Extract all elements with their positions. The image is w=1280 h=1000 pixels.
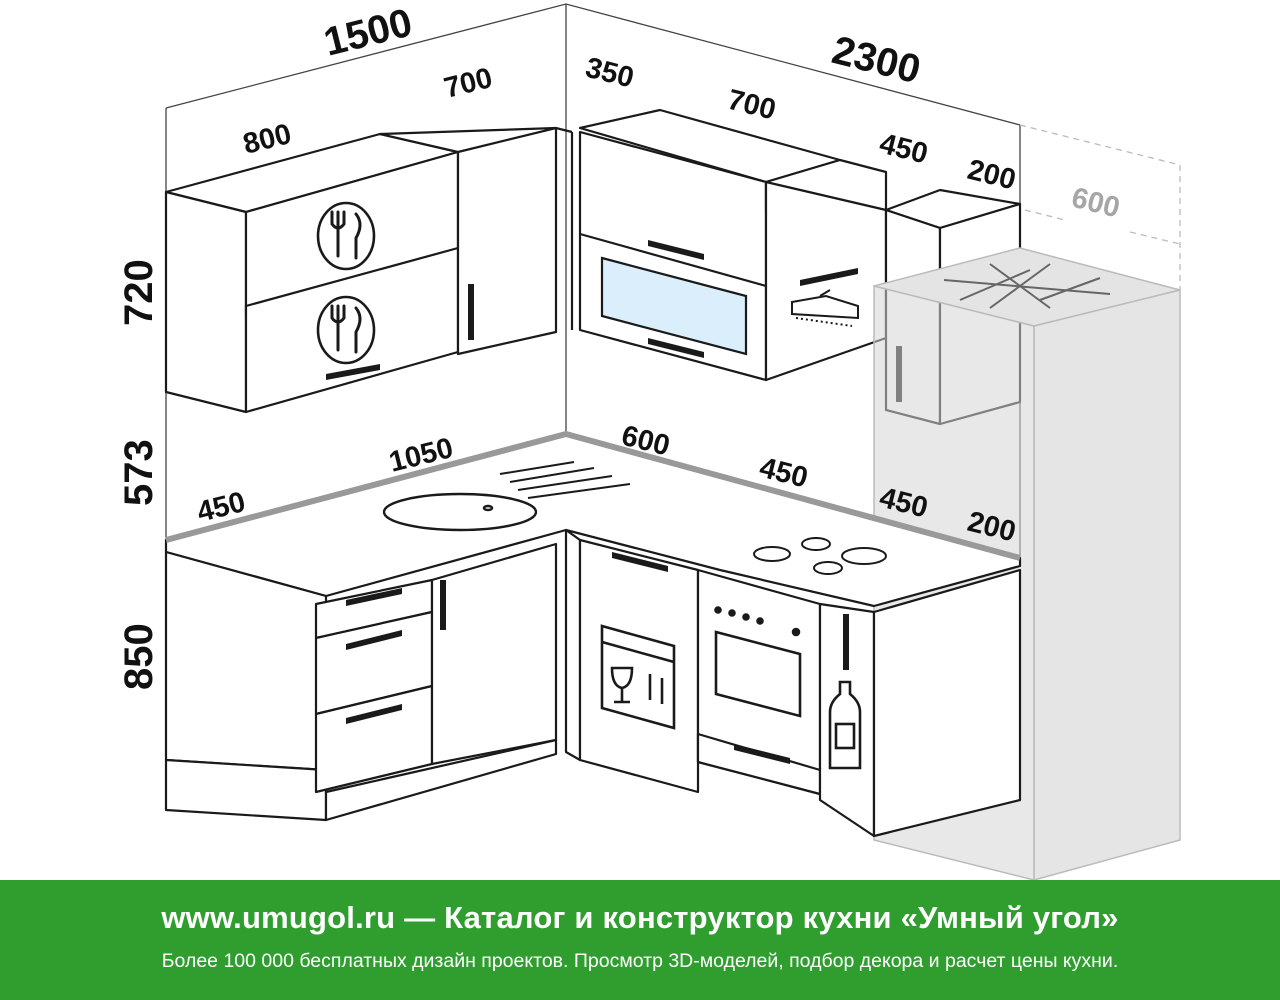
dim-fridge-depth: 600 (1068, 182, 1123, 225)
dim-upper-right-2: 450 (876, 128, 931, 171)
banner-title[interactable]: www.umugol.ru — Каталог и конструктор ку… (161, 900, 1119, 935)
fork-knife-icon (330, 210, 362, 354)
dim-upper-right-corner: 350 (582, 52, 637, 95)
base-cabinets-left (164, 542, 558, 822)
dim-upper-left-1: 800 (240, 118, 295, 161)
door-handle (326, 284, 474, 380)
door-handle (346, 552, 849, 764)
dishwasher-icon (600, 624, 676, 730)
dim-width-right: 2300 (828, 28, 925, 92)
dim-upper-right-1: 700 (724, 84, 779, 127)
banner-subtitle: Более 100 000 бесплатных дизайн проектов… (161, 950, 1119, 972)
sink (382, 492, 538, 532)
dim-height-base: 850 (117, 623, 161, 690)
hob-burners (753, 537, 887, 575)
base-cabinets-right (564, 528, 1022, 838)
range-hood (791, 289, 859, 327)
kitchen-diagram: 1500 2300 800 700 350 700 450 200 600 72… (117, 1, 1181, 880)
bottle-icon (828, 680, 862, 770)
dim-height-upper: 720 (117, 259, 161, 326)
dim-upper-left-2: 700 (441, 62, 496, 105)
snowflake-icon (943, 263, 1111, 309)
dim-upper-right-3: 200 (964, 154, 1019, 197)
dim-height-gap: 573 (117, 439, 161, 506)
oven-icon (714, 606, 802, 718)
glass-door (600, 256, 748, 356)
footer-banner: www.umugol.ru — Каталог и конструктор ку… (0, 880, 1280, 1000)
sink-drainer (499, 461, 631, 499)
dim-width-left: 1500 (320, 1, 417, 65)
